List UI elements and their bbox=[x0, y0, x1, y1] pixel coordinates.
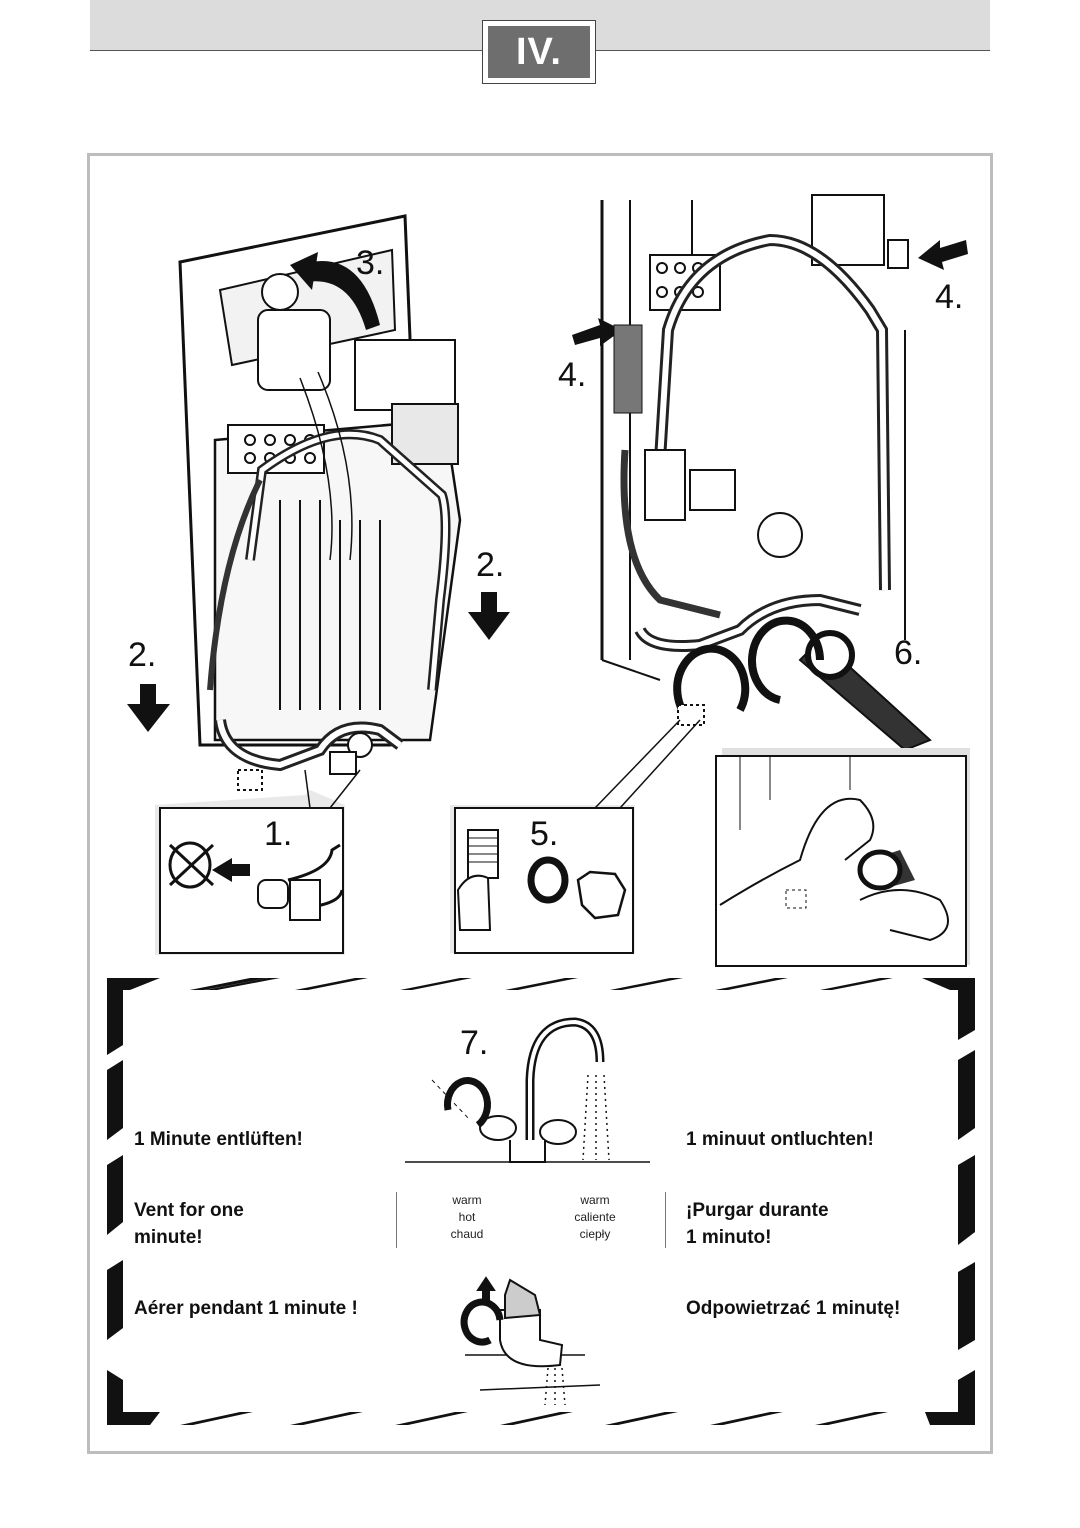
detail-panel-6 bbox=[715, 748, 970, 967]
detail-panel-1 bbox=[155, 769, 361, 955]
right-appliance-drawing bbox=[600, 194, 932, 752]
lever-tap-drawing bbox=[460, 1276, 601, 1406]
push-arrow-left bbox=[572, 318, 622, 346]
tap-legend-right-1: warm bbox=[580, 1193, 610, 1207]
step-4a-label: 4. bbox=[558, 356, 587, 394]
step-2b-label: 2. bbox=[476, 546, 505, 584]
push-arrow-right bbox=[918, 240, 968, 270]
tap-legend: warm hot chaud warm caliente ciepły bbox=[396, 1192, 666, 1248]
tap-legend-left-2: hot bbox=[458, 1210, 476, 1224]
section-badge: IV. bbox=[482, 20, 596, 84]
step-6-label: 6. bbox=[894, 634, 923, 672]
cover-clip bbox=[613, 324, 643, 414]
vent-text-fr: Aérer pendant 1 minute ! bbox=[134, 1298, 358, 1319]
vent-text-en-1: Vent for one bbox=[134, 1200, 244, 1221]
vent-text-de: 1 Minute entlüften! bbox=[134, 1129, 303, 1150]
tap-legend-left-1: warm bbox=[452, 1193, 482, 1207]
vent-text-es-1: ¡Purgar durante bbox=[686, 1200, 829, 1221]
tap-legend-left-3: chaud bbox=[450, 1227, 484, 1241]
step-3-label: 3. bbox=[356, 244, 385, 282]
detail-panel-5 bbox=[450, 719, 701, 954]
vent-text-nl: 1 minuut ontluchten! bbox=[686, 1129, 874, 1150]
tap-legend-right-3: ciepły bbox=[579, 1227, 611, 1241]
tap-legend-right: warm caliente ciepły bbox=[535, 1192, 655, 1243]
step-2a-label: 2. bbox=[128, 636, 157, 674]
step-7-label: 7. bbox=[460, 1024, 489, 1062]
step-5-label: 5. bbox=[530, 815, 559, 853]
illustration-frame bbox=[87, 153, 993, 1454]
down-arrow-left bbox=[127, 684, 170, 732]
warning-stripe-border bbox=[107, 978, 975, 1425]
left-appliance-drawing bbox=[178, 214, 462, 791]
step-1-label: 1. bbox=[264, 815, 293, 853]
step-4b-label: 4. bbox=[935, 278, 964, 316]
mixer-tap-drawing bbox=[405, 1017, 650, 1163]
vent-text-es-2: 1 minuto! bbox=[686, 1227, 772, 1248]
rotate-arrow bbox=[290, 252, 380, 330]
section-label: IV. bbox=[488, 26, 590, 78]
down-arrow-right bbox=[468, 592, 510, 640]
vent-text-pl: Odpowietrzać 1 minutę! bbox=[686, 1298, 901, 1319]
tap-legend-left: warm hot chaud bbox=[407, 1192, 527, 1243]
vent-text-en-2: minute! bbox=[134, 1227, 203, 1248]
tap-legend-right-2: caliente bbox=[574, 1210, 616, 1224]
